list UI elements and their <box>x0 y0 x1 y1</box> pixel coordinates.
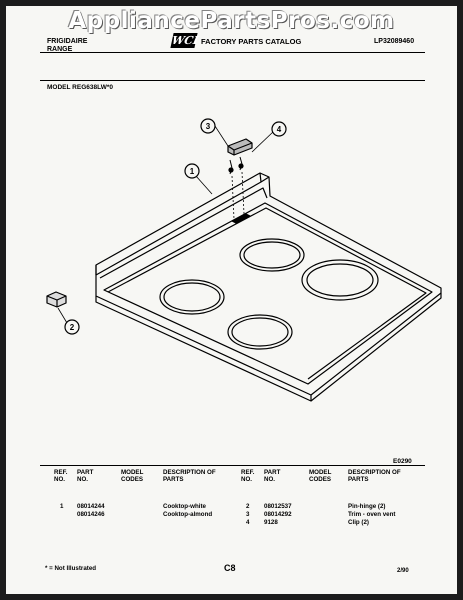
row-desc: Trim - oven vent <box>348 511 396 518</box>
model-rule <box>40 80 425 81</box>
row-ref: 3 <box>246 511 250 518</box>
brand-block: FRIGIDAIRE RANGE <box>47 38 117 54</box>
header-ref: REF. NO. <box>54 469 68 483</box>
row-part: 9128 <box>264 519 278 526</box>
row-desc: Pin-hinge (2) <box>348 503 386 510</box>
header-part: PART NO. <box>77 469 94 483</box>
row-part: 08012537 <box>264 503 292 510</box>
callout-3: 3 <box>206 122 211 131</box>
row-ref: 4 <box>246 519 250 526</box>
header-part-2: PART NO. <box>264 469 281 483</box>
diagram-code: E0290 <box>393 458 412 465</box>
callout-4: 4 <box>277 125 282 134</box>
revision-date: 2/90 <box>397 568 409 574</box>
row-part: 08014246 <box>77 511 105 518</box>
header-desc: DESCRIPTION OF PARTS <box>163 469 216 483</box>
model-number: MODEL REG638LW*0 <box>47 84 113 91</box>
header-ref-2: REF. NO. <box>241 469 255 483</box>
table-rule <box>40 465 425 466</box>
callout-1: 1 <box>190 167 195 176</box>
callout-2: 2 <box>70 323 75 332</box>
catalog-title: FACTORY PARTS CATALOG <box>201 37 302 46</box>
row-desc: Cooktop-almond <box>163 511 213 518</box>
header-rule <box>40 52 425 53</box>
document-number: LP32089460 <box>374 38 415 45</box>
row-desc: Cooktop-white <box>163 503 206 510</box>
header-desc-2: DESCRIPTION OF PARTS <box>348 469 401 483</box>
row-ref: 2 <box>246 503 250 510</box>
product-type: RANGE <box>47 46 73 53</box>
row-part: 08014292 <box>264 511 292 518</box>
watermark: AppliancePartsPros.com <box>68 8 395 34</box>
header-model-2: MODEL CODES <box>309 469 332 483</box>
page-number: C8 <box>224 563 236 573</box>
brand-name: FRIGIDAIRE <box>47 38 88 45</box>
row-part: 08014244 <box>77 503 105 510</box>
row-ref: 1 <box>60 503 64 510</box>
row-desc: Clip (2) <box>348 519 369 526</box>
footnote: * = Not Illustrated <box>45 565 97 572</box>
header-model: MODEL CODES <box>121 469 144 483</box>
